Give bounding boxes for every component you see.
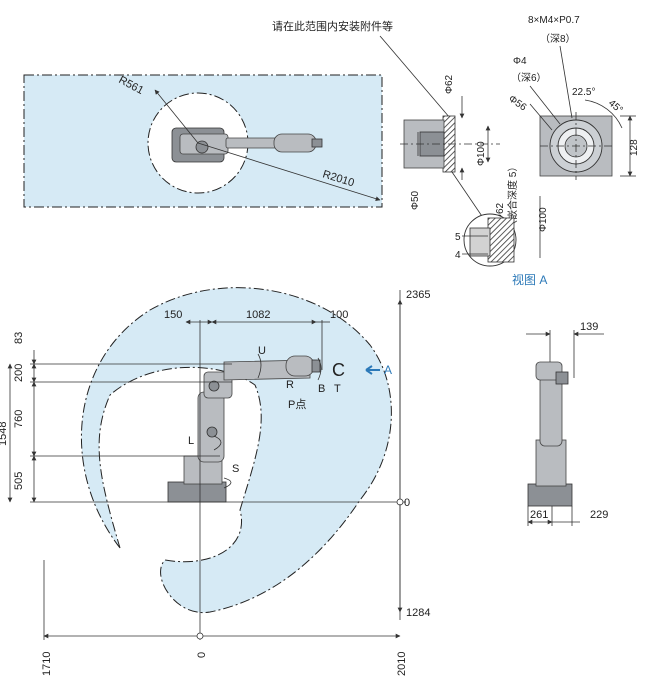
dim-1082: 1082 — [246, 309, 270, 321]
dim-100: 100 — [330, 309, 348, 321]
axis-b-label: B — [318, 383, 325, 395]
dim-4: 4 — [455, 250, 461, 261]
dim-128: 128 — [629, 139, 640, 156]
angle-45: 45° — [606, 98, 625, 116]
axis-t-label: T — [334, 383, 341, 395]
flange-side-view: 请在此范围内安装附件等 Φ62 Φ100 Φ50 Φ62 （嵌合深度 5） 5 … — [272, 19, 549, 287]
install-note: 请在此范围内安装附件等 — [272, 19, 393, 33]
axis-r-label: R — [286, 379, 294, 391]
side-view-envelope — [80, 287, 392, 613]
dim-139: 139 — [580, 321, 598, 333]
dim-phi62-fit: Φ62 — [495, 202, 506, 222]
dim-1548: 1548 — [0, 422, 9, 446]
view-a-arrow-icon — [365, 365, 380, 375]
bolt-spec: 8×M4×P0.7 — [528, 15, 580, 26]
dim-150: 150 — [164, 309, 182, 321]
bolt-depth: （深8） — [540, 33, 576, 45]
flange-front-view: 8×M4×P0.7 （深8） Φ4 （深6） Φ56 22.5° 45° 128 — [506, 15, 640, 180]
axis-s-label: S — [232, 463, 239, 475]
dim-1710: 1710 — [41, 652, 53, 676]
axis-u-label: U — [258, 345, 266, 357]
dim-261: 261 — [530, 509, 548, 521]
top-view: R561 R2010 — [23, 74, 383, 208]
dim-760: 760 — [13, 410, 25, 428]
pin-dia: Φ4 — [513, 56, 527, 67]
fit-depth-note: （嵌合深度 5） — [506, 162, 519, 230]
side-view-robot — [167, 355, 321, 503]
axis-t-rotation-icon: C — [332, 360, 345, 380]
dim-0-right: 0 — [404, 497, 410, 509]
dim-200: 200 — [13, 364, 25, 382]
angle-22-5: 22.5° — [572, 87, 595, 98]
side-view: 150 1082 100 2365 0 1284 83 200 760 505 … — [0, 287, 430, 676]
dim-1284: 1284 — [406, 607, 430, 619]
dim-229: 229 — [590, 509, 608, 521]
front-view: 139 261 229 — [526, 321, 608, 526]
dim-83: 83 — [13, 332, 25, 344]
arrow-a-label: A — [384, 363, 392, 377]
dim-phi100-b: Φ100 — [538, 207, 549, 232]
dim-0-bottom: 0 — [196, 652, 208, 658]
pin-depth: （深6） — [511, 72, 547, 84]
robot-base — [167, 481, 227, 503]
dim-phi100-a: Φ100 — [476, 141, 487, 166]
p-point-label: P点 — [288, 398, 306, 411]
front-base — [527, 483, 573, 507]
dim-2010: 2010 — [396, 652, 408, 676]
dim-2365: 2365 — [406, 289, 430, 301]
pcd-label: Φ56 — [506, 93, 528, 113]
dim-505: 505 — [13, 472, 25, 490]
view-a-label: 视图 A — [512, 272, 547, 287]
dim-5: 5 — [455, 232, 461, 243]
dim-phi50: Φ50 — [410, 190, 421, 210]
dim-phi62-top: Φ62 — [444, 74, 455, 94]
axis-l-label: L — [188, 435, 194, 447]
